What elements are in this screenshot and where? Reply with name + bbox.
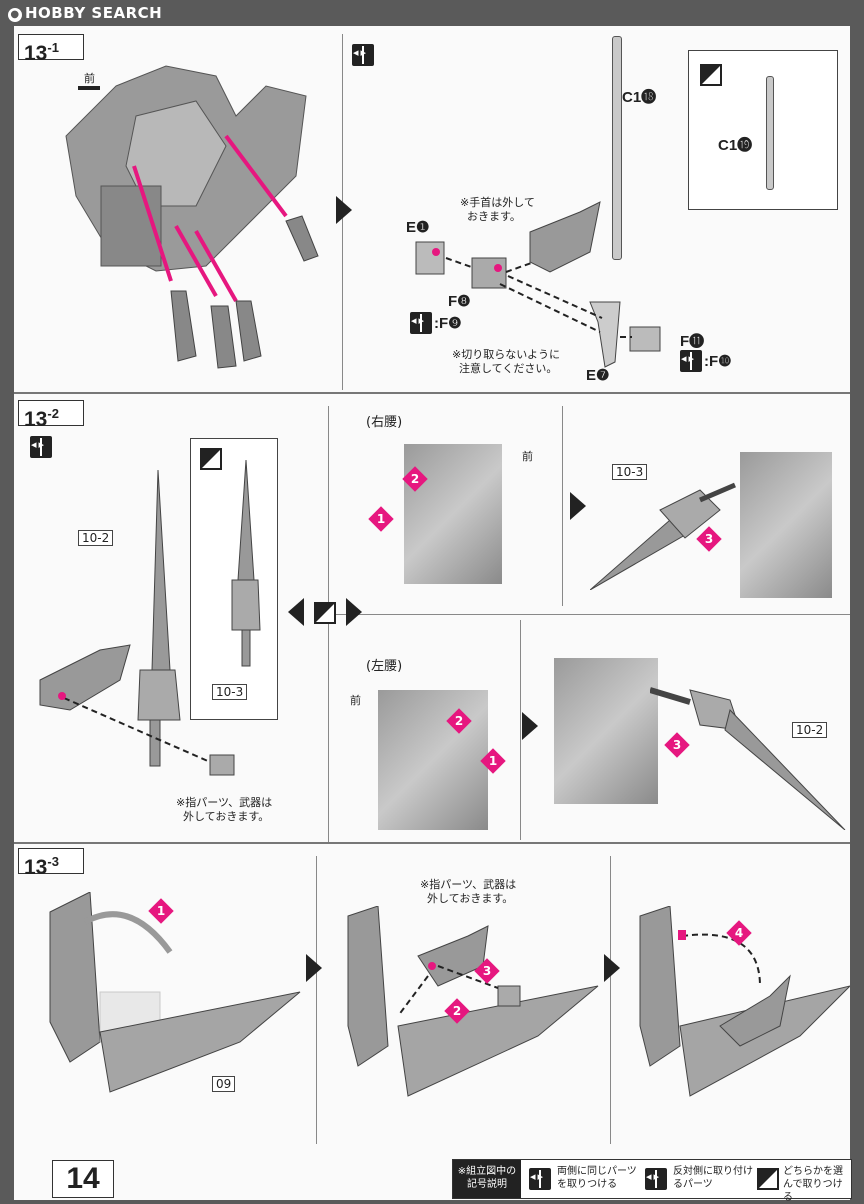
- divider: [316, 856, 317, 1144]
- legend-opposite-side: 反対側に取り付けるパーツ: [673, 1166, 753, 1190]
- right-waist-photo: [404, 444, 502, 584]
- step-badge: 4: [726, 920, 752, 946]
- legend-same-sides: 両側に同じパーツを取りつける: [557, 1166, 637, 1190]
- step-badge: 3: [696, 526, 722, 552]
- section-divider: [14, 842, 850, 844]
- alt-callout-box: [190, 438, 278, 720]
- part-f11: F⓫: [680, 333, 705, 350]
- same-both-sides-icon: [352, 44, 374, 66]
- hand-assembly-illustration: [415, 201, 661, 368]
- legend-title: ※組立図中の記号説明: [453, 1160, 521, 1198]
- next-arrow: [336, 196, 352, 224]
- step-badge: 1: [368, 506, 394, 532]
- part-10-2: 10-2: [78, 530, 114, 546]
- same-both-sides-icon: [529, 1168, 551, 1190]
- step-badge: 1: [480, 748, 506, 774]
- part-f9: :F❾: [434, 315, 462, 332]
- choose-one-icon: [200, 448, 222, 470]
- opposite-side-icon: [680, 350, 702, 372]
- spear-illustration: [650, 687, 846, 830]
- step-badge: 1: [148, 898, 174, 924]
- next-arrow: [604, 954, 620, 982]
- left-waist-photo: [378, 690, 488, 830]
- left-waist-photo: [554, 658, 658, 804]
- divider: [328, 406, 329, 842]
- front-label: 前: [84, 72, 95, 85]
- opposite-side-icon: [410, 312, 432, 334]
- right-waist-photo: [740, 452, 832, 598]
- part-c1-18: C1⓲: [622, 89, 657, 106]
- step-badge: 2: [402, 466, 428, 492]
- next-arrow: [306, 954, 322, 982]
- fingers-weapon-note: ※指パーツ、武器は 外しておきます。: [420, 878, 517, 905]
- logo-icon: ●: [8, 8, 22, 22]
- part-09: 09: [212, 1076, 236, 1092]
- gn-sword-open-illustration: [49, 892, 301, 1093]
- site-logo: ●HOBBY SEARCH: [8, 4, 162, 22]
- part-10-2: 10-2: [792, 722, 828, 738]
- part-c1-19: C1⓳: [718, 137, 753, 154]
- opposite-side-icon: [645, 1168, 667, 1190]
- part-10-3: 10-3: [212, 684, 248, 700]
- step-badge: 2: [446, 708, 472, 734]
- part-10-3: 10-3: [612, 464, 648, 480]
- next-arrow: [570, 492, 586, 520]
- short-spear-illustration: [590, 482, 736, 590]
- part-e1: E❶: [406, 219, 430, 236]
- page-number: 14: [52, 1160, 114, 1198]
- divider: [330, 614, 850, 615]
- wrist-note: ※手首は外して おきます。: [460, 196, 535, 223]
- divider: [562, 406, 563, 606]
- section-divider: [14, 392, 850, 394]
- step-label-13-2: 13-2: [18, 400, 84, 431]
- torso-illustration: [65, 65, 319, 369]
- saber-blade-c1-18: [612, 36, 622, 260]
- gn-sword-hand-illustration: [347, 906, 599, 1097]
- choose-one-icon: [700, 64, 722, 86]
- step-badge: 3: [474, 958, 500, 984]
- front-label: 前: [522, 450, 533, 463]
- divider: [610, 856, 611, 1144]
- symbol-legend: ※組立図中の記号説明 両側に同じパーツを取りつける 反対側に取り付けるパーツ ど…: [452, 1159, 852, 1203]
- step-label-13-3: 13-3: [18, 848, 84, 879]
- choose-one-icon: [314, 602, 336, 624]
- left-arrow-icon: [288, 598, 304, 626]
- legend-choose-one: どちらかを選んで取りつける: [783, 1166, 843, 1203]
- fingers-weapon-note: ※指パーツ、武器は 外しておきます。: [176, 796, 273, 823]
- alt-callout-box: [688, 50, 838, 210]
- same-both-sides-icon: [30, 436, 52, 458]
- part-e7: E❼: [586, 367, 610, 384]
- next-arrow: [522, 712, 538, 740]
- spear-illustration: [39, 470, 235, 776]
- logo-text: HOBBY SEARCH: [25, 4, 163, 22]
- part-f10: :F❿: [704, 353, 732, 370]
- choose-one-icon: [757, 1168, 779, 1190]
- step-label-13-1: 13-1: [18, 34, 84, 65]
- front-arrow-icon: [78, 86, 100, 90]
- front-label: 前: [350, 694, 361, 707]
- part-f8: F❽: [448, 293, 471, 310]
- step-badge: 2: [444, 998, 470, 1024]
- step-badge: 3: [664, 732, 690, 758]
- cut-caution-note: ※切り取らないように 注意してください。: [452, 348, 560, 375]
- left-waist-label: (左腰): [366, 659, 403, 674]
- top-bar: ●HOBBY SEARCH: [0, 0, 864, 26]
- divider: [520, 620, 521, 840]
- right-arrow-icon: [346, 598, 362, 626]
- saber-blade-c1-19: [766, 76, 774, 190]
- short-spear-illustration: [231, 460, 261, 667]
- right-waist-label: (右腰): [366, 415, 403, 430]
